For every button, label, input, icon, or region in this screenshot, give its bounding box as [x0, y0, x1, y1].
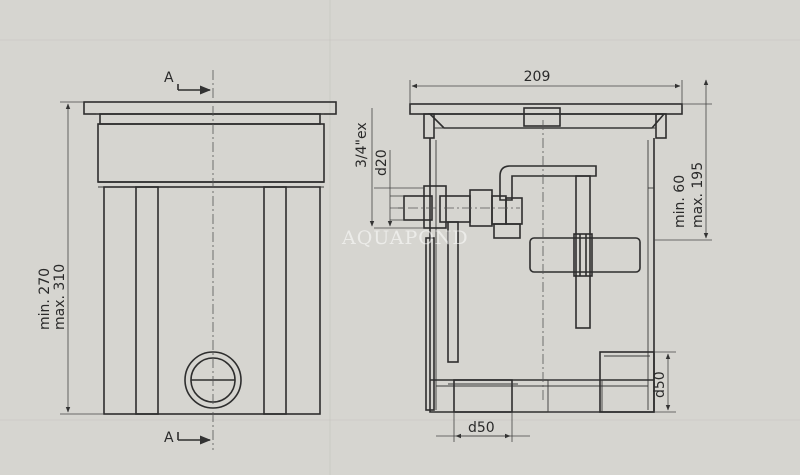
front-lid: [83, 101, 337, 115]
thread-label: 3/4"ex: [354, 122, 370, 168]
front-view: A A min. 270 max. 310: [37, 70, 337, 450]
bottom-outlet: [453, 379, 513, 413]
front-rib-left: [135, 186, 159, 415]
section-outer-wall: [429, 138, 655, 413]
side-outlet: [599, 351, 655, 413]
height-min-label: min. 270: [37, 268, 53, 330]
front-upper-body: [97, 123, 325, 183]
inner-max-label: max. 195: [690, 162, 706, 228]
bottom-d50-label: d50: [468, 420, 495, 436]
inner-pipe-left: [447, 221, 459, 363]
front-collar: [99, 113, 321, 125]
float-body: [529, 237, 641, 273]
watermark: AQUAPOND: [341, 227, 469, 249]
side-d50-label: d50: [652, 371, 668, 398]
section-label-top: A: [164, 70, 174, 86]
section-view: 209 3/4"ex d20 min. 60 max. 195 d50: [354, 69, 712, 442]
float-arm-elbow: [499, 165, 597, 201]
width-label: 209: [524, 69, 551, 85]
d20-label: d20: [374, 149, 390, 176]
front-rib-right: [263, 186, 287, 415]
front-main-body: [103, 186, 321, 415]
section-label-bottom: A: [164, 430, 174, 446]
inner-min-label: min. 60: [672, 175, 688, 228]
height-max-label: max. 310: [52, 264, 68, 330]
section-lid: [409, 103, 683, 115]
